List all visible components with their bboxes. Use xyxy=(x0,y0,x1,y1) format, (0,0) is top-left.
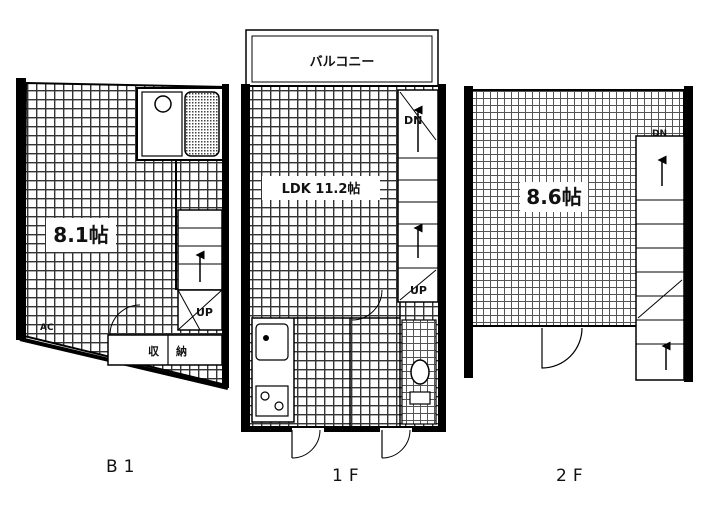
floor-b1: 8.1帖 AC 収 納 UP B1 xyxy=(16,78,229,477)
balcony-label: バルコニー xyxy=(310,55,375,70)
floor-1f: バルコニー DN UP LDK 11.2帖 xyxy=(241,29,446,486)
stairs-2f xyxy=(635,135,685,381)
storage-label-2: 納 xyxy=(176,344,187,358)
room-label-2f: 8.6帖 xyxy=(526,185,581,209)
toilet-icon xyxy=(410,359,430,385)
storage-label-1: 収 xyxy=(148,345,160,358)
floor-caption-b1: B1 xyxy=(106,457,140,477)
storage-strip xyxy=(107,334,223,366)
toilet-room xyxy=(401,319,437,425)
stair-label-b1: UP xyxy=(196,306,213,319)
stair-label-up-1f: UP xyxy=(410,284,427,297)
stair-label-dn-1f: DN xyxy=(404,114,422,127)
sink-icon xyxy=(255,323,289,361)
stair-label-2f: DN xyxy=(652,129,667,139)
stove-icon xyxy=(255,385,289,417)
room-label-1f: LDK 11.2帖 xyxy=(282,181,361,197)
floor-2f: DN 8.6帖 2F xyxy=(464,86,693,486)
floor-caption-1f: 1F xyxy=(332,466,365,486)
room-label-b1: 8.1帖 xyxy=(53,223,108,247)
basin-icon xyxy=(154,95,172,113)
ac-label: AC xyxy=(40,323,54,333)
floor-caption-2f: 2F xyxy=(556,466,589,486)
bathtub-icon xyxy=(184,91,220,157)
